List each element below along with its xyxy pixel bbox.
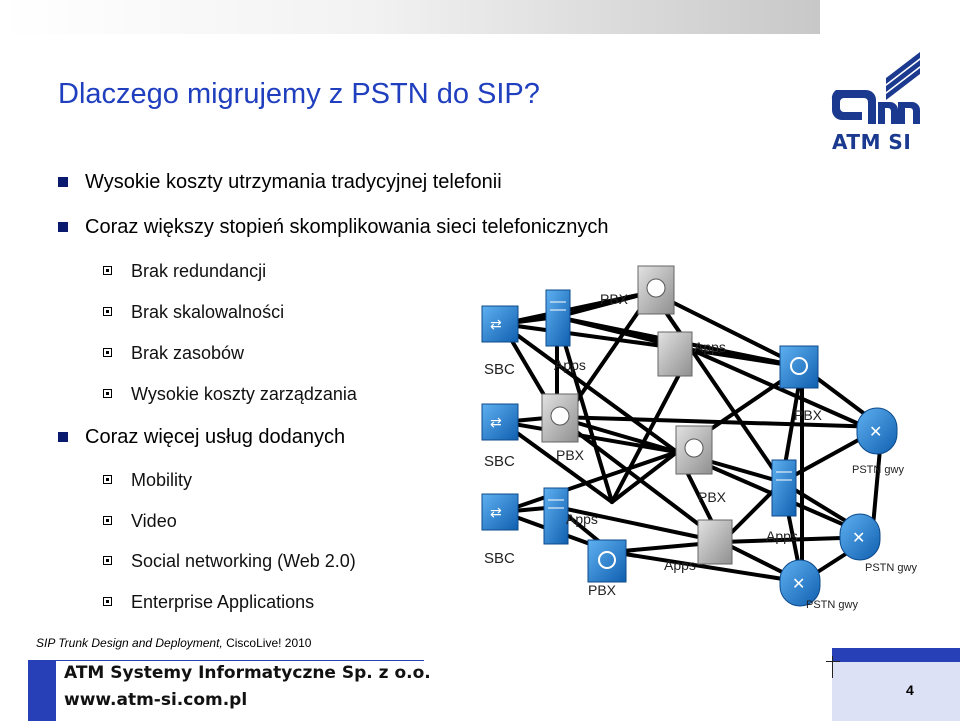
small-square-bullet-icon xyxy=(103,516,112,525)
square-bullet-icon xyxy=(58,177,68,187)
logo-text: ATM SI xyxy=(832,130,912,154)
sub-bullet-text: Brak redundancji xyxy=(131,261,267,281)
pbx-label: PBX xyxy=(600,291,629,307)
small-square-bullet-icon xyxy=(103,556,112,565)
svg-text:⇄: ⇄ xyxy=(490,317,502,333)
small-square-bullet-icon xyxy=(103,266,112,275)
apps-server-icon xyxy=(771,459,797,517)
sub-bullet-text: Wysokie koszty zarządzania xyxy=(131,384,357,404)
pbx-label: PBX xyxy=(588,582,617,598)
page-number: 4 xyxy=(906,682,914,698)
slide-title: Dlaczego migrujemy z PSTN do SIP? xyxy=(58,78,540,110)
bullet-text: Coraz większy stopień skomplikowania sie… xyxy=(85,216,609,238)
pstn-label: PSTN gwy xyxy=(806,599,858,611)
footer-reference-source: CiscoLive! 2010 xyxy=(222,636,312,650)
pbx-box-icon xyxy=(779,345,819,389)
top-gradient-band xyxy=(0,0,820,34)
footer-reference-title: SIP Trunk Design and Deployment, xyxy=(36,636,223,650)
sub-bullet-text: Social networking (Web 2.0) xyxy=(131,551,356,571)
pbx-label: PBX xyxy=(556,447,585,463)
pbx-phone-icon xyxy=(675,425,713,475)
atm-logo-icon xyxy=(831,52,920,124)
apps-box-icon xyxy=(697,519,733,565)
footer-reference: SIP Trunk Design and Deployment, CiscoLi… xyxy=(36,636,311,650)
sub-bullet-text: Brak skalowalności xyxy=(131,302,285,322)
sub-bullet-text: Video xyxy=(131,511,177,531)
sbc-device-icon: ⇄ xyxy=(481,403,519,441)
apps-box-icon xyxy=(657,331,693,377)
apps-label: Apps xyxy=(694,339,726,355)
sub-bullet-text: Brak zasobów xyxy=(131,343,245,363)
footer-divider xyxy=(56,660,424,661)
page-number-box xyxy=(832,662,960,721)
sbc-label: SBC xyxy=(484,361,515,378)
apps-server-icon xyxy=(543,487,569,545)
small-square-bullet-icon xyxy=(103,597,112,606)
pbx-label: PBX xyxy=(698,489,727,505)
footer-accent-bar xyxy=(28,660,56,721)
sub-bullet-text: Mobility xyxy=(131,470,193,490)
svg-text:✕: ✕ xyxy=(852,528,865,547)
pstn-gateway-icon: ✕ xyxy=(779,559,821,607)
apps-label: Apps xyxy=(664,557,696,573)
pbx-phone-icon xyxy=(637,265,675,315)
sbc-label: SBC xyxy=(484,453,515,470)
page-corner-mark xyxy=(832,656,833,678)
small-square-bullet-icon xyxy=(103,475,112,484)
pbx-box-icon xyxy=(587,539,627,583)
svg-text:✕: ✕ xyxy=(869,422,882,441)
small-square-bullet-icon xyxy=(103,307,112,316)
small-square-bullet-icon xyxy=(103,348,112,357)
footer-company-name: ATM Systemy Informatyczne Sp. z o.o. xyxy=(64,663,431,683)
apps-label: Apps xyxy=(566,511,598,527)
bullet-text: Wysokie koszty utrzymania tradycyjnej te… xyxy=(85,171,502,193)
square-bullet-icon xyxy=(58,222,68,232)
pstn-label: PSTN gwy xyxy=(865,562,917,574)
svg-text:⇄: ⇄ xyxy=(490,415,502,431)
apps-server-icon xyxy=(545,289,571,347)
square-bullet-icon xyxy=(58,432,68,442)
page-number-accent xyxy=(832,648,960,662)
svg-text:⇄: ⇄ xyxy=(490,505,502,521)
sbc-label: SBC xyxy=(484,550,515,567)
pstn-label: PSTN gwy xyxy=(852,464,904,476)
apps-label: Apps xyxy=(766,528,798,544)
sub-bullet-text: Enterprise Applications xyxy=(131,592,315,612)
sbc-device-icon: ⇄ xyxy=(481,493,519,531)
pstn-gateway-icon: ✕ xyxy=(839,513,881,561)
small-square-bullet-icon xyxy=(103,389,112,398)
pbx-phone-icon xyxy=(541,393,579,443)
apps-label: Apps xyxy=(554,357,586,373)
pbx-label: PBX xyxy=(794,407,823,423)
bullet-text: Coraz więcej usług dodanych xyxy=(85,426,346,448)
page-corner-mark xyxy=(826,661,840,662)
network-mesh-diagram: ⇄ SBC ⇄ SBC ⇄ SBC Apps Apps Apps PBX PBX xyxy=(481,265,917,611)
svg-text:✕: ✕ xyxy=(792,574,805,593)
sbc-device-icon: ⇄ xyxy=(481,305,519,343)
footer-website: www.atm-si.com.pl xyxy=(64,690,248,710)
pstn-gateway-icon: ✕ xyxy=(856,407,898,455)
